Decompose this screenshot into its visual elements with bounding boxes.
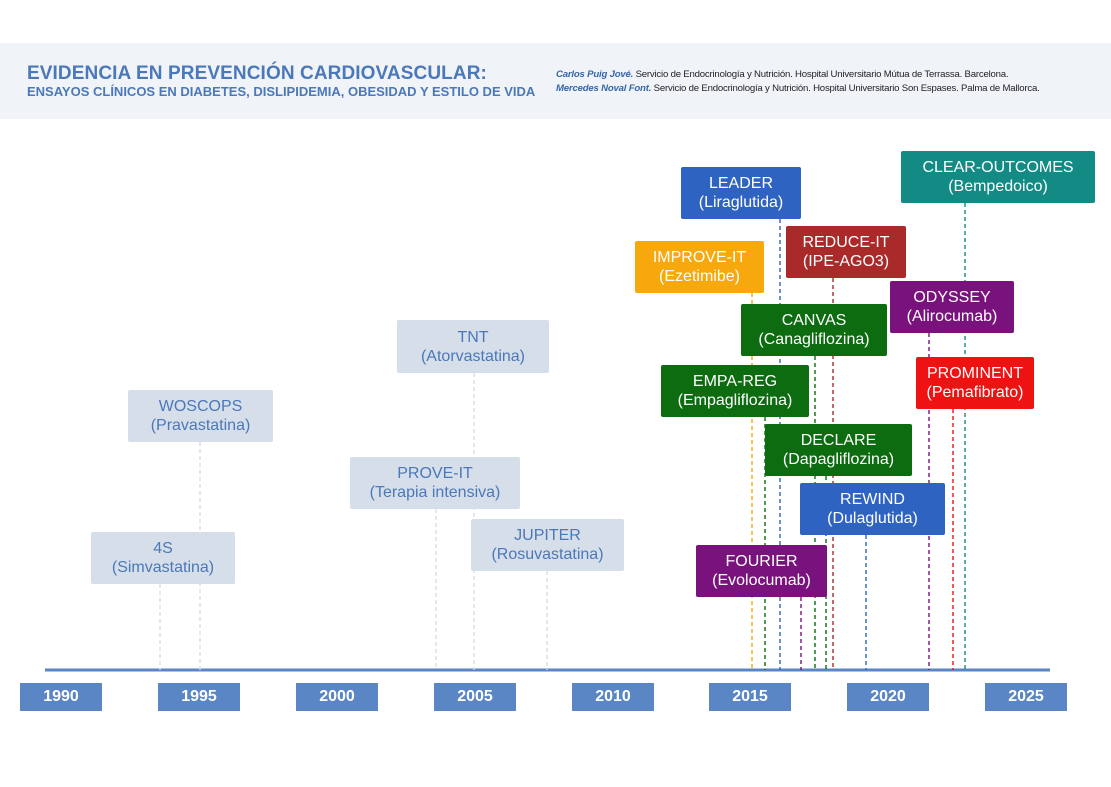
year-label-2025: 2025 — [985, 683, 1067, 711]
trial-drug: (Rosuvastatina) — [491, 546, 604, 563]
trial-name: ODYSSEY — [913, 289, 991, 306]
trial-box-woscops: WOSCOPS (Pravastatina) — [128, 390, 273, 442]
trial-box-canvas: CANVAS (Canagliflozina) — [741, 304, 887, 356]
trial-box-odyssey: ODYSSEY (Alirocumab) — [890, 281, 1014, 333]
author-affiliation: Servicio de Endocrinología y Nutrición. … — [635, 69, 1009, 80]
trial-box-jupiter: JUPITER (Rosuvastatina) — [471, 519, 624, 571]
trial-drug: (Pravastatina) — [150, 417, 251, 434]
trial-box-tnt: TNT(Atorvastatina) — [397, 320, 549, 373]
trial-box-rewind: REWIND (Dulaglutida) — [800, 483, 945, 535]
trial-name: TNT — [457, 328, 489, 346]
year-label-2015: 2015 — [709, 683, 791, 711]
trial-box-empa-reg: EMPA-REG (Empagliflozina) — [661, 365, 809, 417]
trial-drug: (Empagliflozina) — [677, 392, 793, 409]
page-subtitle: ENSAYOS CLÍNICOS EN DIABETES, DISLIPIDEM… — [27, 84, 536, 99]
trial-box-4s: 4S (Simvastatina) — [91, 532, 235, 584]
trial-drug: (Dapagliflozina) — [782, 451, 895, 468]
trial-name: REWIND — [840, 491, 905, 508]
trial-name: CLEAR-OUTCOMES — [922, 159, 1074, 176]
year-label-2010: 2010 — [572, 683, 654, 711]
year-label-2000: 2000 — [296, 683, 378, 711]
trial-name: IMPROVE-IT — [652, 249, 747, 266]
trial-name: JUPITER — [514, 527, 581, 544]
trial-box-reduce-it: REDUCE-IT (IPE-AGO3) — [786, 226, 906, 278]
author-line: Carlos Puig Jové. Servicio de Endocrinol… — [556, 69, 1009, 80]
trial-name: WOSCOPS — [158, 398, 243, 415]
trial-drug: (Canagliflozina) — [758, 331, 870, 348]
year-label-2020: 2020 — [847, 683, 929, 711]
trial-name: PROMINENT — [927, 365, 1023, 382]
page-title: EVIDENCIA EN PREVENCIÓN CARDIOVASCULAR: — [27, 63, 487, 84]
author-name: Carlos Puig Jové. — [556, 69, 634, 80]
trial-drug: (Evolocumab) — [712, 572, 811, 589]
author-line: Mercedes Noval Font. Servicio de Endocri… — [556, 83, 1040, 94]
trial-name: PROVE-IT — [397, 465, 473, 482]
trial-drug: (Terapia intensiva) — [369, 484, 501, 501]
year-label-2005: 2005 — [434, 683, 516, 711]
trial-box-prove-it: PROVE-IT (Terapia intensiva) — [350, 457, 520, 509]
trial-box-declare: DECLARE (Dapagliflozina) — [765, 424, 912, 476]
trial-name: FOURIER — [725, 553, 798, 570]
trial-name: DECLARE — [800, 432, 877, 449]
trial-drug: (Atorvastatina) — [420, 347, 526, 365]
trial-name: 4S — [153, 540, 173, 557]
trial-box-leader: LEADER (Liraglutida) — [681, 167, 801, 219]
author-affiliation: Servicio de Endocrinología y Nutrición. … — [653, 83, 1040, 94]
year-label-1990: 1990 — [20, 683, 102, 711]
trial-drug: (Pemafibrato) — [926, 384, 1024, 401]
trial-drug: (IPE-AGO3) — [802, 253, 890, 270]
trial-name: REDUCE-IT — [802, 234, 890, 251]
trial-drug: (Liraglutida) — [698, 194, 784, 211]
trial-box-improve-it: IMPROVE-IT (Ezetimibe) — [635, 241, 764, 293]
header-band — [0, 43, 1111, 119]
trial-drug: (Ezetimibe) — [659, 268, 740, 285]
trial-drug: (Alirocumab) — [906, 308, 998, 325]
trial-name: LEADER — [708, 175, 774, 192]
trial-name: EMPA-REG — [692, 373, 778, 390]
trial-box-fourier: FOURIER (Evolocumab) — [696, 545, 827, 597]
year-label-1995: 1995 — [158, 683, 240, 711]
trial-box-clear-outcomes: CLEAR-OUTCOMES (Bempedoico) — [901, 151, 1095, 203]
trial-name: CANVAS — [781, 312, 847, 329]
trial-drug: (Dulaglutida) — [827, 510, 918, 527]
trial-drug: (Simvastatina) — [111, 559, 215, 576]
trial-box-prominent: PROMINENT (Pemafibrato) — [916, 357, 1034, 409]
trial-drug: (Bempedoico) — [948, 178, 1048, 195]
author-name: Mercedes Noval Font. — [556, 83, 652, 94]
